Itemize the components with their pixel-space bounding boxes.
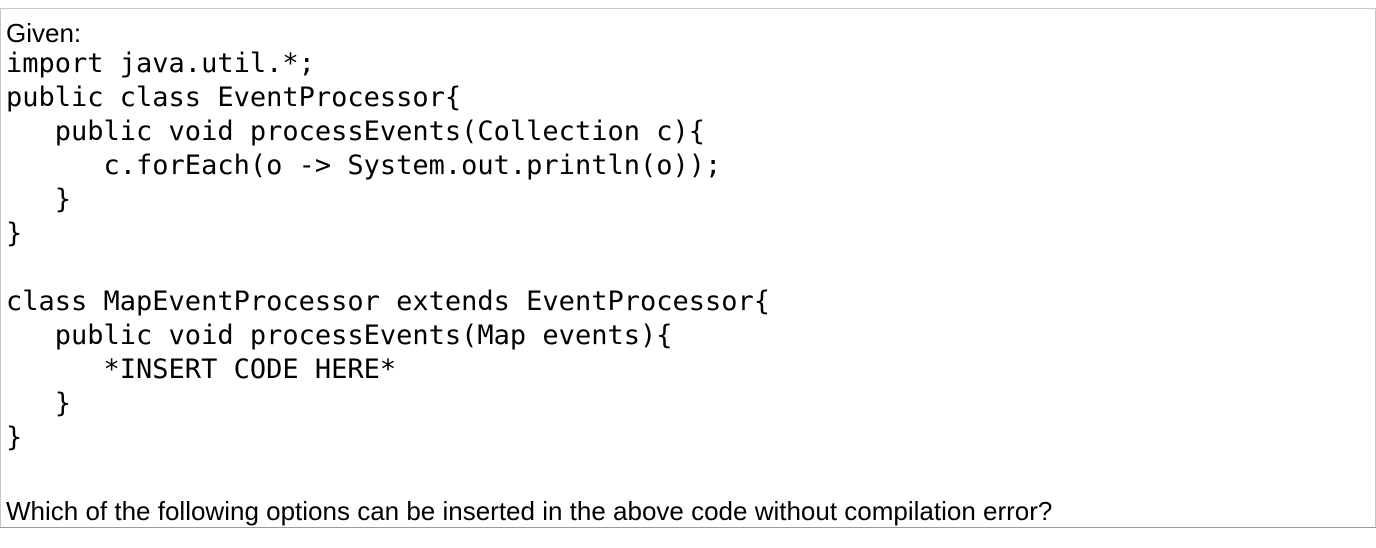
code-line: c.forEach(o -> System.out.println(o)); — [6, 150, 722, 181]
code-line: import java.util.*; — [6, 48, 315, 79]
code-line: class MapEventProcessor extends EventPro… — [6, 286, 771, 317]
panel-divider — [0, 527, 1376, 528]
question-panel — [0, 8, 1376, 528]
code-line — [6, 251, 770, 285]
given-label: Given: — [6, 18, 82, 48]
code-line: public class EventProcessor{ — [6, 82, 462, 113]
code-line: *INSERT CODE HERE* — [6, 354, 397, 385]
code-line: public void processEvents(Map events){ — [6, 320, 673, 351]
code-line: } — [6, 218, 23, 249]
code-line: public void processEvents(Collection c){ — [6, 116, 705, 147]
code-line: } — [6, 184, 72, 215]
code-line: } — [6, 422, 23, 453]
code-block: import java.util.*; public class EventPr… — [6, 47, 770, 455]
question-text: Which of the following options can be in… — [6, 496, 1053, 526]
code-line: } — [6, 388, 72, 419]
